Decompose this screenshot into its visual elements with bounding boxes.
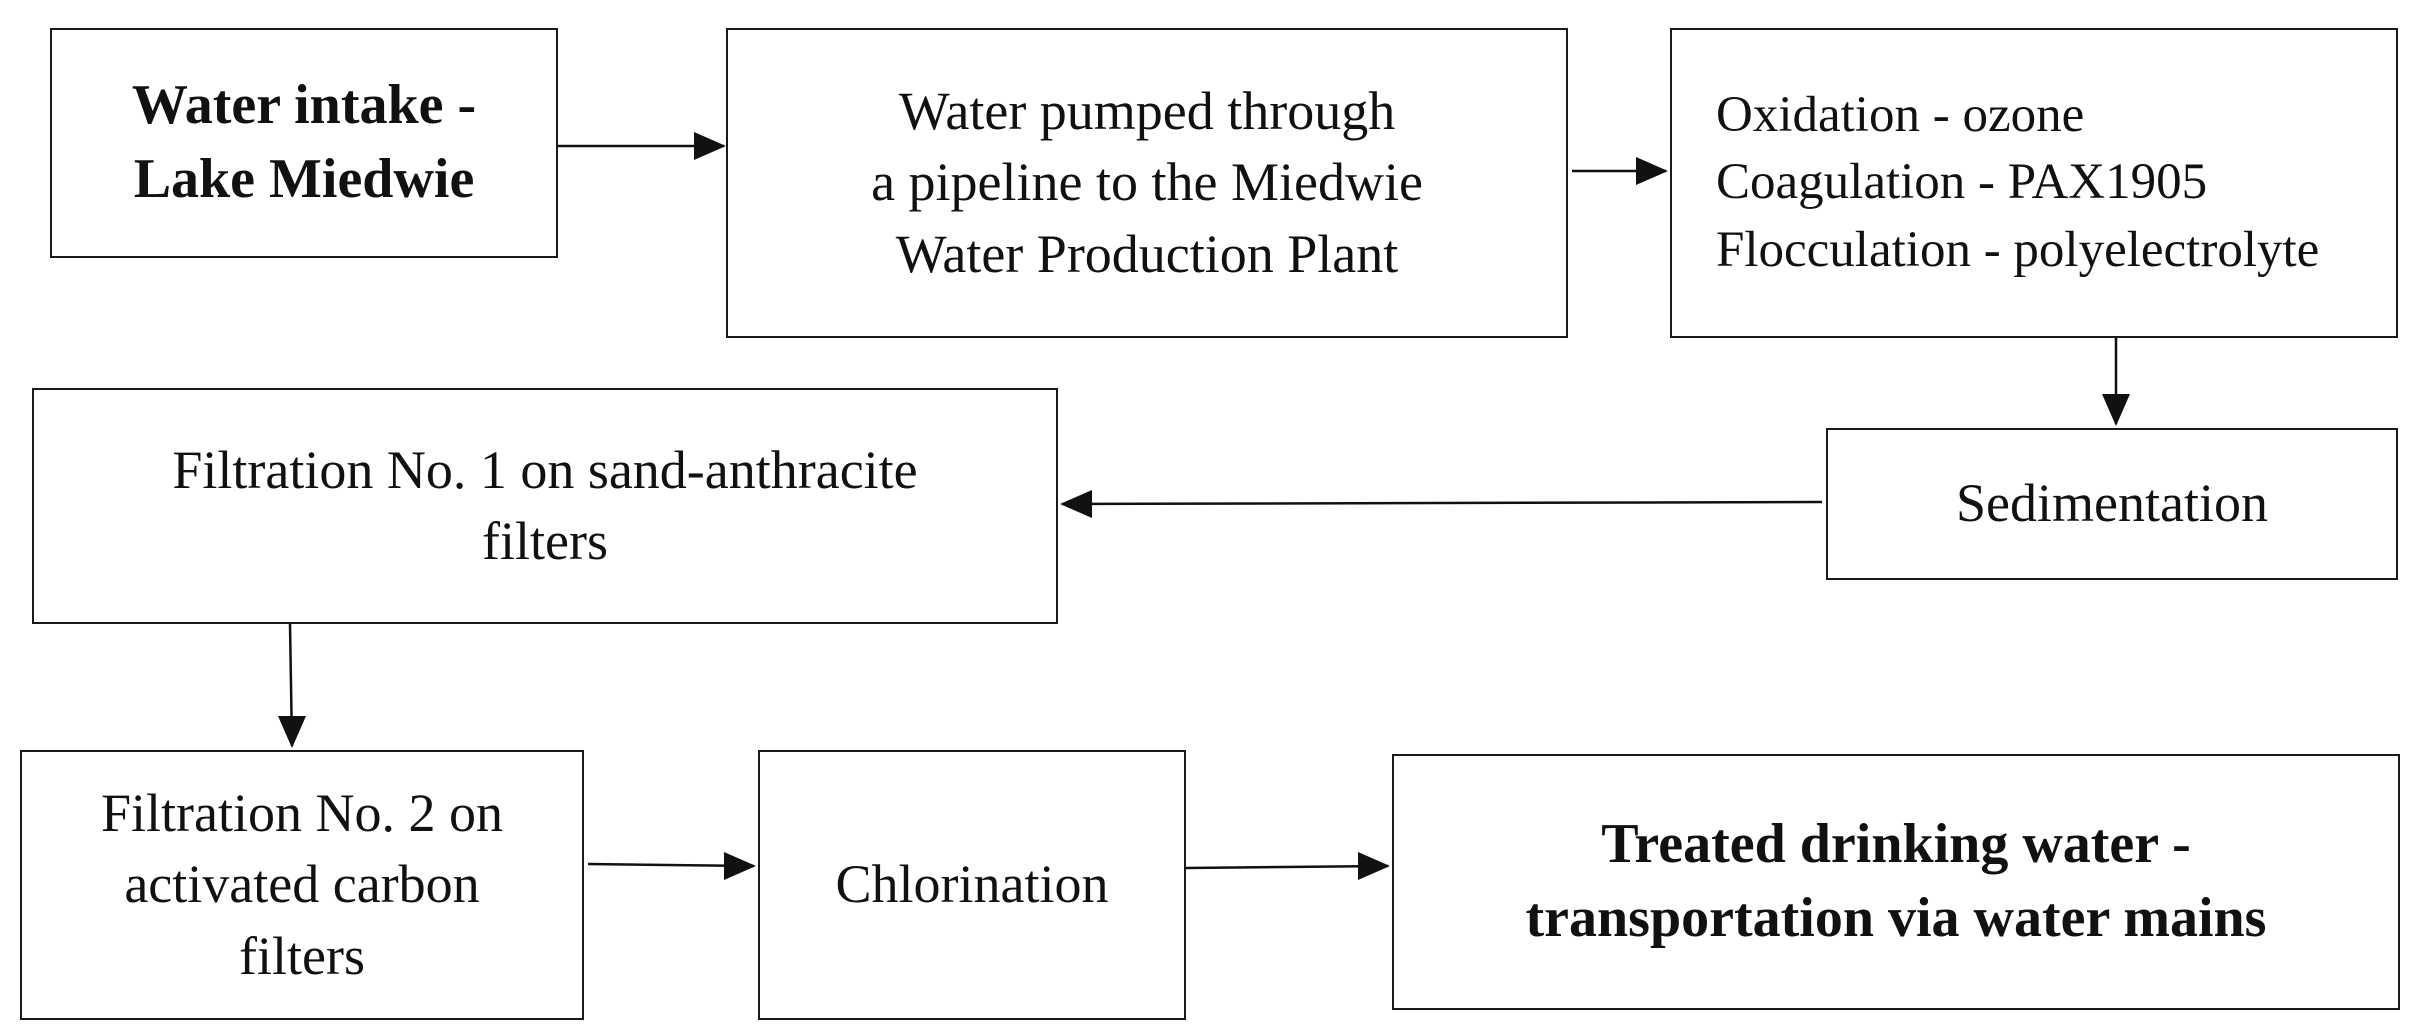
arrowhead-treatment-to-sedimentation: [2102, 394, 2130, 426]
node-water-intake-line-1: Water intake -: [131, 74, 477, 137]
node-chlorination: Chlorination: [758, 750, 1186, 1020]
node-treated-line-1: Treated drinking water -: [1601, 813, 2191, 876]
node-water-pumped-line-2: a pipeline to the Miedwie: [871, 152, 1423, 213]
arrowhead-pumped-to-treatment: [1636, 157, 1668, 185]
node-treated-line-2: transportation via water mains: [1525, 887, 2267, 949]
arrow-filtration-1-to-filtration-2: [288, 623, 294, 747]
node-filtration-2-line-1: Filtration No. 2 on: [101, 783, 503, 844]
node-sedimentation-label: Sedimentation: [1956, 473, 2268, 534]
node-chlorination-label: Chlorination: [835, 854, 1109, 915]
node-water-pumped: Water pumped through a pipeline to the M…: [726, 28, 1568, 338]
arrow-filtration-2-to-chlorination: [587, 862, 755, 868]
node-filtration-2: Filtration No. 2 on activated carbon fil…: [20, 750, 584, 1020]
node-treatment-line-2: Coagulation - PAX1905: [1716, 154, 2208, 211]
arrow-sedimentation-to-filtration-1: [1061, 500, 1823, 506]
node-treated-drinking-water: Treated drinking water - transportation …: [1392, 754, 2400, 1010]
node-filtration-1-line-2: filters: [482, 511, 608, 571]
node-filtration-1-line-1: Filtration No. 1 on sand-anthracite: [172, 439, 918, 500]
node-filtration-2-line-3: filters: [239, 925, 365, 986]
node-treatment-line-1: Oxidation - ozone: [1716, 87, 2085, 144]
node-filtration-1: Filtration No. 1 on sand-anthracite filt…: [32, 388, 1058, 624]
node-water-intake-line-2: Lake Miedwie: [133, 148, 475, 210]
arrowhead-intake-to-pumped: [694, 132, 726, 160]
arrowhead-sedimentation-to-filtration-1: [1060, 490, 1092, 518]
node-water-pumped-line-3: Water Production Plant: [895, 223, 1399, 284]
node-water-intake: Water intake - Lake Miedwie: [50, 28, 558, 258]
arrowhead-filtration-2-to-chlorination: [724, 852, 756, 880]
node-treatment-line-3: Flocculation - polyelectrolyte: [1716, 221, 2320, 278]
node-water-pumped-line-1: Water pumped through: [898, 81, 1396, 142]
arrowhead-filtration-1-to-filtration-2: [278, 716, 306, 748]
arrowhead-chlorination-to-treated: [1358, 852, 1390, 880]
node-filtration-2-line-2: activated carbon: [124, 854, 480, 915]
arrow-chlorination-to-treated: [1185, 864, 1389, 870]
node-oxidation-coagulation-flocculation: Oxidation - ozone Coagulation - PAX1905 …: [1670, 28, 2398, 338]
node-sedimentation: Sedimentation: [1826, 428, 2398, 580]
